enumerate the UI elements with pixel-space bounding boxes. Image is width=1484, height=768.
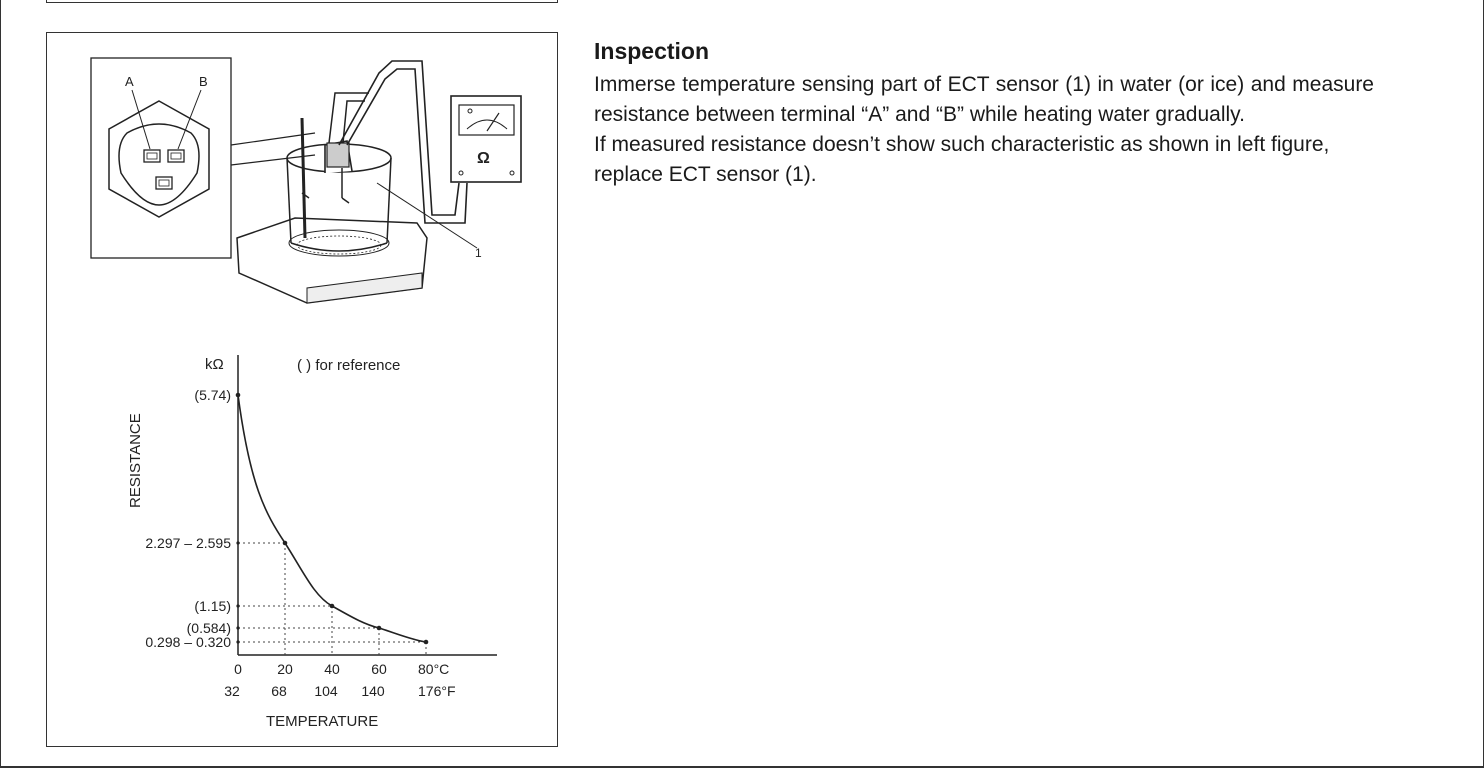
x-tick-label-celsius: 0	[234, 661, 242, 677]
callout-1: 1	[475, 246, 482, 260]
sensor-figure: A B 1	[46, 32, 558, 747]
data-point	[376, 625, 382, 631]
ohm-symbol: Ω	[477, 150, 490, 167]
reference-note: ( ) for reference	[297, 357, 400, 374]
x-tick-label-celsius: 20	[277, 661, 293, 677]
unit-label: kΩ	[205, 356, 224, 373]
beaker-illustration: 1	[236, 60, 482, 304]
x-tick-label-fahrenheit: 32	[224, 683, 240, 699]
x-tick-label-celsius: 40	[324, 661, 340, 677]
data-point	[329, 603, 335, 609]
figure-svg: A B 1	[90, 57, 522, 730]
x-axis-title: TEMPERATURE	[266, 713, 378, 730]
resistance-chart: (5.74) 2.297 – 2.595 (1.15) (0.584)0.298 – …	[127, 355, 497, 730]
y-tick	[236, 626, 240, 630]
data-point	[423, 639, 429, 645]
resistance-curve	[237, 394, 427, 643]
inspection-heading: Inspection	[594, 38, 710, 64]
y-tick-label: (0.584)	[187, 620, 231, 636]
inspection-paragraph-1: Immerse temperature sensing part of ECT …	[594, 73, 1374, 126]
x-tick-label-celsius: 80°C	[418, 661, 449, 677]
inspection-paragraph-2: If measured resistance doesn’t show such…	[594, 133, 1330, 186]
x-tick-label-fahrenheit: 140	[361, 683, 385, 699]
y-tick-label: 2.297 – 2.595	[145, 535, 231, 551]
y-tick-label: (5.74)	[194, 387, 231, 403]
terminal-a-label: A	[125, 74, 134, 89]
x-tick-label-fahrenheit: 68	[271, 683, 287, 699]
previous-section-box	[46, 0, 558, 3]
data-point	[282, 540, 288, 546]
y-tick	[236, 393, 240, 397]
inspection-section: Inspection Immerse temperature sensing p…	[594, 36, 1374, 190]
y-tick	[236, 604, 240, 608]
connector-inset: A B	[90, 57, 316, 259]
x-tick-label-celsius: 60	[371, 661, 387, 677]
terminal-b-label: B	[199, 74, 208, 89]
y-tick	[236, 541, 240, 545]
y-axis-title: RESISTANCE	[127, 413, 144, 508]
x-tick-label-fahrenheit: 104	[314, 683, 338, 699]
y-tick-label: 0.298 – 0.320	[145, 634, 231, 650]
x-tick-label-fahrenheit: 176°F	[418, 683, 456, 699]
ohmmeter: Ω	[450, 95, 522, 183]
y-tick	[236, 640, 240, 644]
y-tick-label: (1.15)	[194, 598, 231, 614]
